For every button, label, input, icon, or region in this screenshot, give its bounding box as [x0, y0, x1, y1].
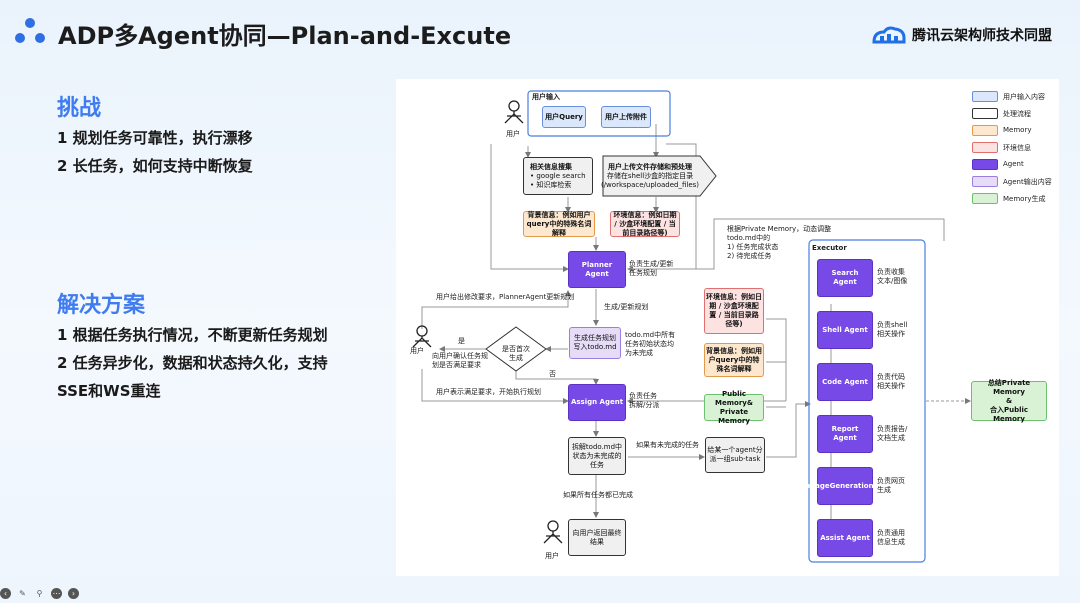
logo-dots-icon: [15, 18, 45, 43]
solution-item-2-cont: SSE和WS重连: [57, 382, 161, 400]
brand-name: 腾讯云架构师技术同盟: [912, 28, 1052, 44]
legend-user-input: 用户输入内容: [1003, 93, 1045, 101]
brand: 腾讯云架构师技术同盟: [870, 24, 1052, 46]
user-input-title: 用户输入: [532, 93, 560, 101]
report-agent-desc: 负责报告/文档生成: [877, 425, 908, 442]
private-memory-note: 根据Private Memory，动态调整 todo.md中的 1) 任务完成状…: [727, 225, 831, 261]
pen-icon[interactable]: ✎: [19, 589, 26, 598]
legend-swatch-agent-output: [972, 176, 998, 187]
legend-swatch-env: [972, 142, 998, 153]
no-label: 否: [549, 370, 556, 378]
user-label-1: 用户: [506, 130, 520, 138]
tencent-cloud-logo-icon: [872, 26, 906, 44]
legend-swatch-agent: [972, 159, 998, 170]
legend-swatch-user-input: [972, 91, 998, 102]
pm-note-3: 1) 任务完成状态: [727, 243, 779, 251]
zoom-icon[interactable]: ⚲: [36, 589, 43, 598]
bg-info-box: 背景信息：例如用户query中的特殊名词解释: [523, 211, 595, 237]
return-result-box: 向用户返回最终结果: [568, 519, 626, 556]
user-modify-label: 用户给出修改要求，PlannerAgent更新规划: [436, 293, 575, 301]
planner-agent: Planner Agent: [568, 251, 626, 288]
pm-note-2: todo.md中的: [727, 234, 771, 242]
code-agent-desc: 负责代码相关操作: [877, 373, 905, 390]
more-icon[interactable]: ⋯: [51, 588, 62, 599]
info-collect-title: 相关信息搜集: [530, 162, 572, 171]
upload-process-line-3: (/workspace/uploaded_files): [600, 180, 700, 189]
summary-box: 总结Private Memory & 合入Public Memory: [971, 378, 1047, 423]
prev-icon[interactable]: ‹: [0, 588, 11, 599]
planner-desc: 负责生成/更新任务规划: [629, 260, 674, 277]
gen-update-label: 生成/更新规划: [604, 303, 649, 311]
next-icon[interactable]: ›: [68, 588, 79, 599]
pm-note-4: 2) 待完成任务: [727, 252, 772, 260]
env-info-box: 环境信息：例如日期 / 沙盒环境配置 / 当前目录路径等): [610, 211, 680, 237]
user-ok-label: 用户表示满足要求，开始执行规划: [436, 388, 541, 396]
user-label-2: 用户: [410, 347, 424, 355]
summary-line-1: 总结Private Memory: [987, 378, 1031, 396]
slide-toolbar: ‹ ✎ ⚲ ⋯ ›: [0, 588, 79, 599]
bg-info-box-2: 背景信息：例如用户query中的特殊名词解释: [704, 343, 764, 377]
legend-swatch-memory: [972, 125, 998, 136]
search-agent-desc: 负责收集文本/图像: [877, 268, 908, 285]
yes-label: 是: [458, 337, 465, 345]
if-unfinished-label: 如果有未完成的任务: [636, 441, 699, 449]
shell-agent-desc: 负责shell相关操作: [877, 321, 908, 338]
challenge-heading: 挑战: [57, 96, 102, 121]
give-subtask-box: 给某一个agent分派一组sub-task: [705, 437, 765, 473]
upload-process-box: 用户上传文件存储和预处理 存储在shell沙盒的指定目录 (/workspace…: [600, 157, 700, 195]
shell-agent: Shell Agent: [817, 311, 873, 349]
search-agent: Search Agent: [817, 259, 873, 297]
legend-memory-gen: Memory生成: [1003, 195, 1046, 203]
legend-swatch-process: [972, 108, 998, 119]
webpage-generation-agent: WebpageGenerationAgent: [793, 467, 897, 505]
page-title: ADP多Agent协同—Plan-and-Excute: [58, 22, 512, 50]
split-todo-box: 拆解todo.md中状态为未完成的任务: [568, 437, 626, 475]
executor-title: Executor: [812, 244, 847, 252]
legend-process: 处理流程: [1003, 110, 1031, 118]
first-gen-diamond: 是否首次生成: [502, 345, 530, 362]
legend-agent: Agent: [1003, 160, 1024, 168]
env-info-box-2: 环境信息：例如日期 / 沙盒环境配置 / 当前目录路径等): [704, 288, 764, 334]
upload-process-line-2: 存储在shell沙盒的指定目录: [606, 171, 694, 180]
legend-memory: Memory: [1003, 126, 1032, 134]
summary-line-2: &: [1005, 396, 1013, 405]
confirm-label: 向用户确认任务规划是否满足要求: [432, 352, 488, 369]
legend-swatch-memory-gen: [972, 193, 998, 204]
upload-process-shape: [602, 155, 717, 197]
info-collect-item-1: • google search: [530, 171, 586, 180]
todo-desc: todo.md中所有任务初始状态均为未完成: [625, 331, 676, 357]
info-collect-item-2: • 知识库检索: [530, 180, 572, 189]
user-query-box: 用户Query: [542, 106, 586, 128]
user-label-3: 用户: [545, 552, 559, 560]
info-collect-box: 相关信息搜集 • google search • 知识库检索: [523, 157, 593, 195]
webpage-agent-desc: 负责网页生成: [877, 477, 905, 494]
code-agent: Code Agent: [817, 363, 873, 401]
summary-line-3: 合入Public Memory: [989, 405, 1029, 423]
challenge-item-2: 2 长任务，如何支持中断恢复: [57, 157, 253, 175]
assist-agent-desc: 负责通用信息生成: [877, 529, 905, 546]
architecture-diagram: 用户输入 用户Query 用户上传附件 用户 相关信息搜集 • google s…: [396, 79, 1059, 576]
challenge-item-1: 1 规划任务可靠性，执行漂移: [57, 129, 253, 147]
upload-process-line-1: 用户上传文件存储和预处理: [608, 162, 692, 171]
solution-heading: 解决方案: [57, 293, 146, 318]
solution-item-1: 1 根据任务执行情况，不断更新任务规划: [57, 326, 328, 344]
user-upload-box: 用户上传附件: [601, 106, 651, 128]
solution-item-2: 2 任务异步化，数据和状态持久化，支持: [57, 354, 328, 372]
if-all-done-label: 如果所有任务都已完成: [563, 491, 633, 499]
assist-agent: Assist Agent: [817, 519, 873, 557]
assign-desc: 负责任务拆解/分派: [629, 392, 660, 409]
legend-agent-output: Agent输出内容: [1003, 178, 1052, 186]
gen-todo-box: 生成任务规划写入todo.md: [569, 327, 621, 359]
assign-agent: Assign Agent: [568, 384, 626, 421]
legend-env: 环境信息: [1003, 144, 1031, 152]
report-agent: Report Agent: [817, 415, 873, 453]
pm-note-1: 根据Private Memory，动态调整: [727, 225, 832, 233]
public-memory-box: Public Memory& Private Memory: [704, 390, 764, 425]
